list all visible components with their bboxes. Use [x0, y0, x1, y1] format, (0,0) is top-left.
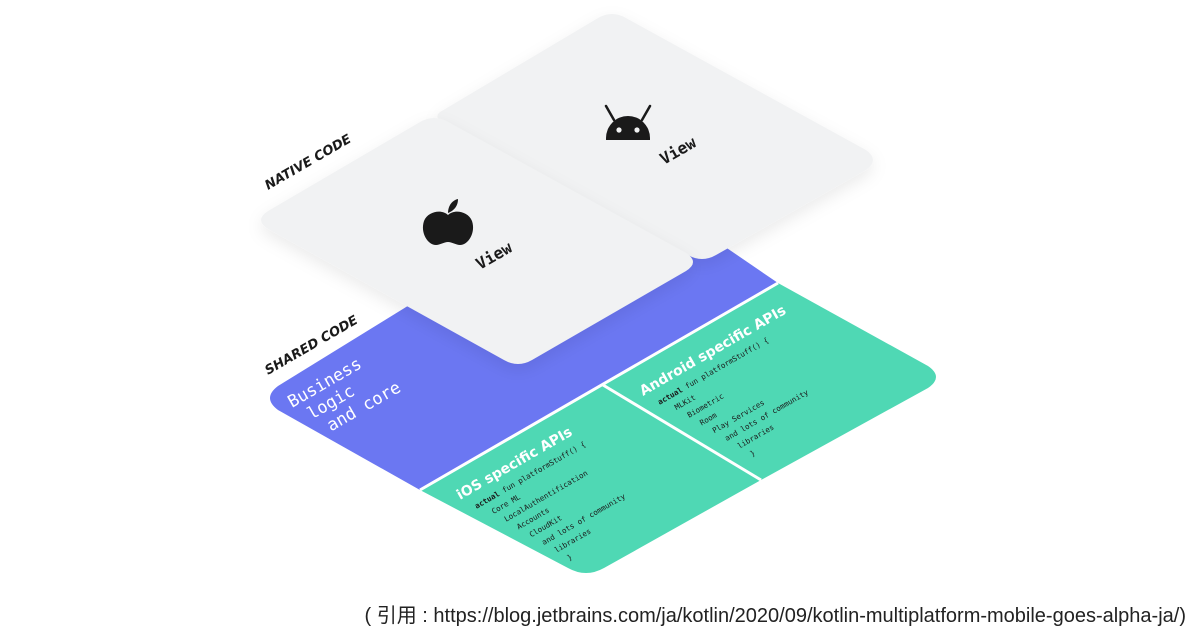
android-icon — [604, 104, 652, 140]
shared-separator — [419, 281, 779, 492]
android-apis-plane — [603, 283, 936, 480]
android-api-close: } — [748, 448, 756, 458]
native-layer — [261, 14, 873, 364]
ios-api-close: } — [565, 552, 573, 562]
citation-text: ( 引用 : https://blog.jetbrains.com/ja/kot… — [364, 605, 1186, 627]
ios-apis-plane — [420, 385, 761, 573]
ios-view-card — [261, 118, 693, 364]
apple-icon — [422, 199, 474, 245]
android-view-card — [437, 14, 873, 259]
apis-separator — [602, 383, 762, 482]
